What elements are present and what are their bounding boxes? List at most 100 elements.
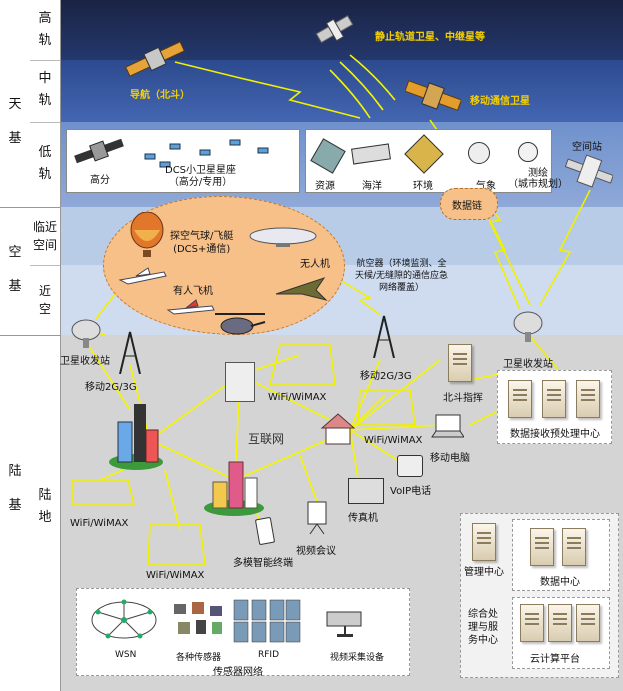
dcs-constellation-icons: [140, 134, 290, 174]
aircraft-icon-2: [166, 298, 216, 320]
various-sensors-label: 各种传感器: [176, 653, 222, 663]
aerial-description: 航空器（环境监测、全 天候/无缝隙的通信应急 网络覆盖）: [355, 259, 449, 293]
radio-waves: [329, 54, 396, 119]
sensor-network-label: 传感器网络: [213, 667, 263, 678]
divider-tian-kong: [0, 207, 60, 208]
space-station-icon: [564, 152, 614, 192]
management-server: [472, 523, 496, 561]
wifi-mid-label: WiFi/WiMAX: [364, 435, 423, 446]
mid-orbit-band: [60, 60, 623, 122]
data-center-pre-label: 数据接收预处理中心: [510, 429, 600, 440]
mobile-satellite-icon: [404, 72, 463, 120]
terminal-label: 多模智能终端: [233, 558, 293, 569]
gaofen-label: 高分: [90, 175, 110, 186]
gaofen-satellite-icon: [74, 134, 124, 168]
pre-server-1: [508, 380, 532, 418]
ocean-label: 海洋: [362, 181, 382, 192]
geo-satellite-icon: [315, 10, 355, 50]
pre-server-2: [542, 380, 566, 418]
city-buildings-left-icon: [108, 402, 163, 470]
tower-left-icon: [118, 330, 142, 375]
beidou-command-label: 北斗指挥: [443, 393, 483, 404]
balloon-label: 探空气球/飞艇 (DCS+通信): [170, 231, 234, 255]
resource-label: 资源: [315, 181, 335, 192]
rfid-icon: [232, 598, 302, 644]
orbit-low: 低 轨: [38, 145, 52, 182]
wifi-top-label: WiFi/WiMAX: [268, 392, 327, 403]
fax-icon: [348, 478, 384, 504]
airship-icon: [248, 226, 318, 248]
orbit-mid: 中 轨: [38, 71, 52, 108]
manned-aircraft-label: 有人飞机: [173, 286, 213, 297]
wsn-icon: [88, 598, 160, 642]
fax-label: 传真机: [348, 513, 378, 524]
orbit-near-air: 近 空: [38, 284, 51, 316]
uav-label: 无人机: [300, 259, 330, 270]
mapping-satellite-icon: [518, 142, 538, 162]
data-link-label: 数据链: [452, 201, 482, 212]
video-capture-label: 视频采集设备: [330, 653, 385, 663]
uav-icon: [272, 270, 328, 306]
orbit-near-space: 临近 空间: [32, 220, 57, 252]
wifi-left-label: WiFi/WiMAX: [70, 518, 129, 529]
pre-server-3: [576, 380, 600, 418]
beidou-command-icon: [448, 344, 472, 382]
video-capture-icon: [325, 608, 375, 638]
video-conf-icon: [306, 500, 328, 536]
mobile-right-label: 移动2G/3G: [360, 371, 412, 382]
cloud-server-2: [548, 604, 572, 642]
link-ground-to-uav: [339, 279, 381, 316]
video-conf-label: 视频会议: [296, 546, 336, 557]
laptop-label: 移动电脑: [430, 453, 470, 464]
data-center-server-1: [530, 528, 554, 566]
wsn-label: WSN: [115, 650, 137, 660]
sensors-icon: [172, 600, 226, 640]
low-orbit-box-left: [66, 129, 300, 193]
cloud-server-3: [576, 604, 600, 642]
service-center-label: 综合处 理与服 务中心: [468, 609, 498, 646]
left-column-orbits: [30, 0, 61, 691]
sat-station-left-label: 卫星收发站: [60, 356, 110, 367]
mapping-label: 测绘 （城市规划）: [508, 168, 568, 190]
divider-orbit-3: [30, 265, 60, 266]
aircraft-icon-1: [118, 266, 168, 290]
region-kongji: 空 基: [8, 245, 22, 294]
data-center-label: 数据中心: [540, 577, 580, 588]
nav-satellite-label: 导航（北斗）: [130, 90, 190, 101]
balloon-icon: [130, 211, 164, 260]
mobile-left-label: 移动2G/3G: [85, 382, 137, 393]
wifi-bottom-label: WiFi/WiMAX: [146, 570, 205, 581]
voip-phone-icon: [397, 455, 423, 477]
city-buildings-mid-icon: [203, 460, 265, 516]
link-aircraft-to-station: [479, 199, 521, 311]
weather-label: 气象: [476, 181, 496, 192]
rfid-label: RFID: [258, 650, 280, 660]
tower-right-icon: [372, 314, 396, 359]
house-icon: [318, 412, 358, 446]
divider-orbit-2: [30, 122, 60, 123]
divider-orbit-1: [30, 60, 60, 61]
geo-relay-label: 静止轨道卫星、中继星等: [375, 32, 485, 43]
voip-label: VoIP电话: [390, 486, 432, 497]
sat-station-right-label: 卫星收发站: [503, 359, 553, 370]
internet-label: 互联网: [248, 432, 285, 446]
link-nav-to-mobile: [174, 61, 361, 119]
sat-dish-left-icon: [68, 318, 104, 350]
wifi-quads: [71, 344, 416, 566]
link-station-to-space: [539, 189, 591, 306]
cloud-server-1: [520, 604, 544, 642]
mobile-satellite-label: 移动通信卫星: [470, 96, 530, 107]
space-station-label: 空间站: [572, 142, 602, 153]
orbit-land: 陆 地: [38, 488, 52, 525]
environment-label: 环境: [413, 181, 433, 192]
dcs-constellation-label: DCS小卫星星座 （高分/专用）: [165, 165, 237, 188]
data-center-box: [512, 519, 610, 591]
office-building-icon: [225, 362, 255, 402]
helicopter-icon: [215, 308, 267, 336]
data-center-server-2: [562, 528, 586, 566]
laptop-icon: [430, 413, 465, 441]
orbit-high: 高 轨: [38, 11, 52, 48]
cloud-label: 云计算平台: [530, 654, 580, 665]
management-label: 管理中心: [464, 567, 504, 578]
